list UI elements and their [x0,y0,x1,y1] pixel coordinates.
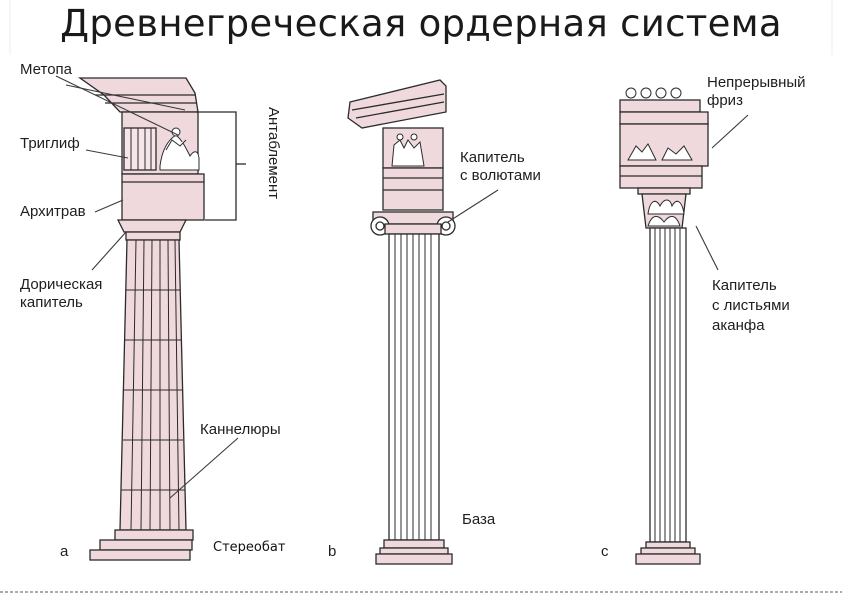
ionic-flutes [394,234,432,540]
ionic-base [383,539,445,549]
doric-capital [116,219,188,233]
label-frieze-1: Непрерывный [707,74,806,91]
corinthian-flutes [654,228,681,542]
label-stereobat: Стереобат [212,540,287,555]
corinthian-architrave [619,165,703,189]
title-grid [9,0,833,55]
doric-shaft-bands [121,289,185,491]
antablement-bracket [196,111,246,221]
label-arkhitrav: Архитрав [20,203,86,220]
ionic-pediment [347,79,447,129]
label-frieze-2: фриз [707,92,743,109]
label-doric-capital-1: Дорическая [20,276,103,293]
label-corinthian-capital-1: Капитель [712,277,777,294]
label-ionic-capital-2: с волютами [460,167,541,184]
corinthian-base [645,541,691,549]
letter-a: a [60,543,69,560]
label-baza: База [462,511,496,528]
label-corinthian-capital-3: аканфа [712,317,765,334]
corinthian-column [619,87,709,565]
label-corinthian-capital-2: с листьями [712,297,790,314]
doric-flutes [130,239,180,531]
label-doric-capital-2: капитель [20,294,83,311]
ionic-leaders [447,189,499,223]
doric-column [77,77,205,561]
label-kanneliury: Каннелюры [200,421,281,438]
doric-architrave [121,173,205,221]
label-triglif: Триглиф [20,135,80,152]
ionic-frieze-sculpture [391,133,425,167]
page-title: Древнегреческая ордерная система [60,2,782,45]
label-ionic-capital-1: Капитель [460,149,525,166]
label-metopa: Метопа [20,61,73,78]
corinthian-cornice [619,99,701,113]
corinthian-leaders [695,114,749,271]
label-antablement: Антаблемент [265,107,282,200]
letter-c: c [601,543,609,560]
letter-b: b [328,543,337,560]
ionic-architrave [382,167,444,211]
doric-leaders [55,75,239,499]
doric-stereobat [114,529,194,541]
metope-sculpture [159,127,200,171]
corinthian-frieze-sculpture [627,143,693,161]
